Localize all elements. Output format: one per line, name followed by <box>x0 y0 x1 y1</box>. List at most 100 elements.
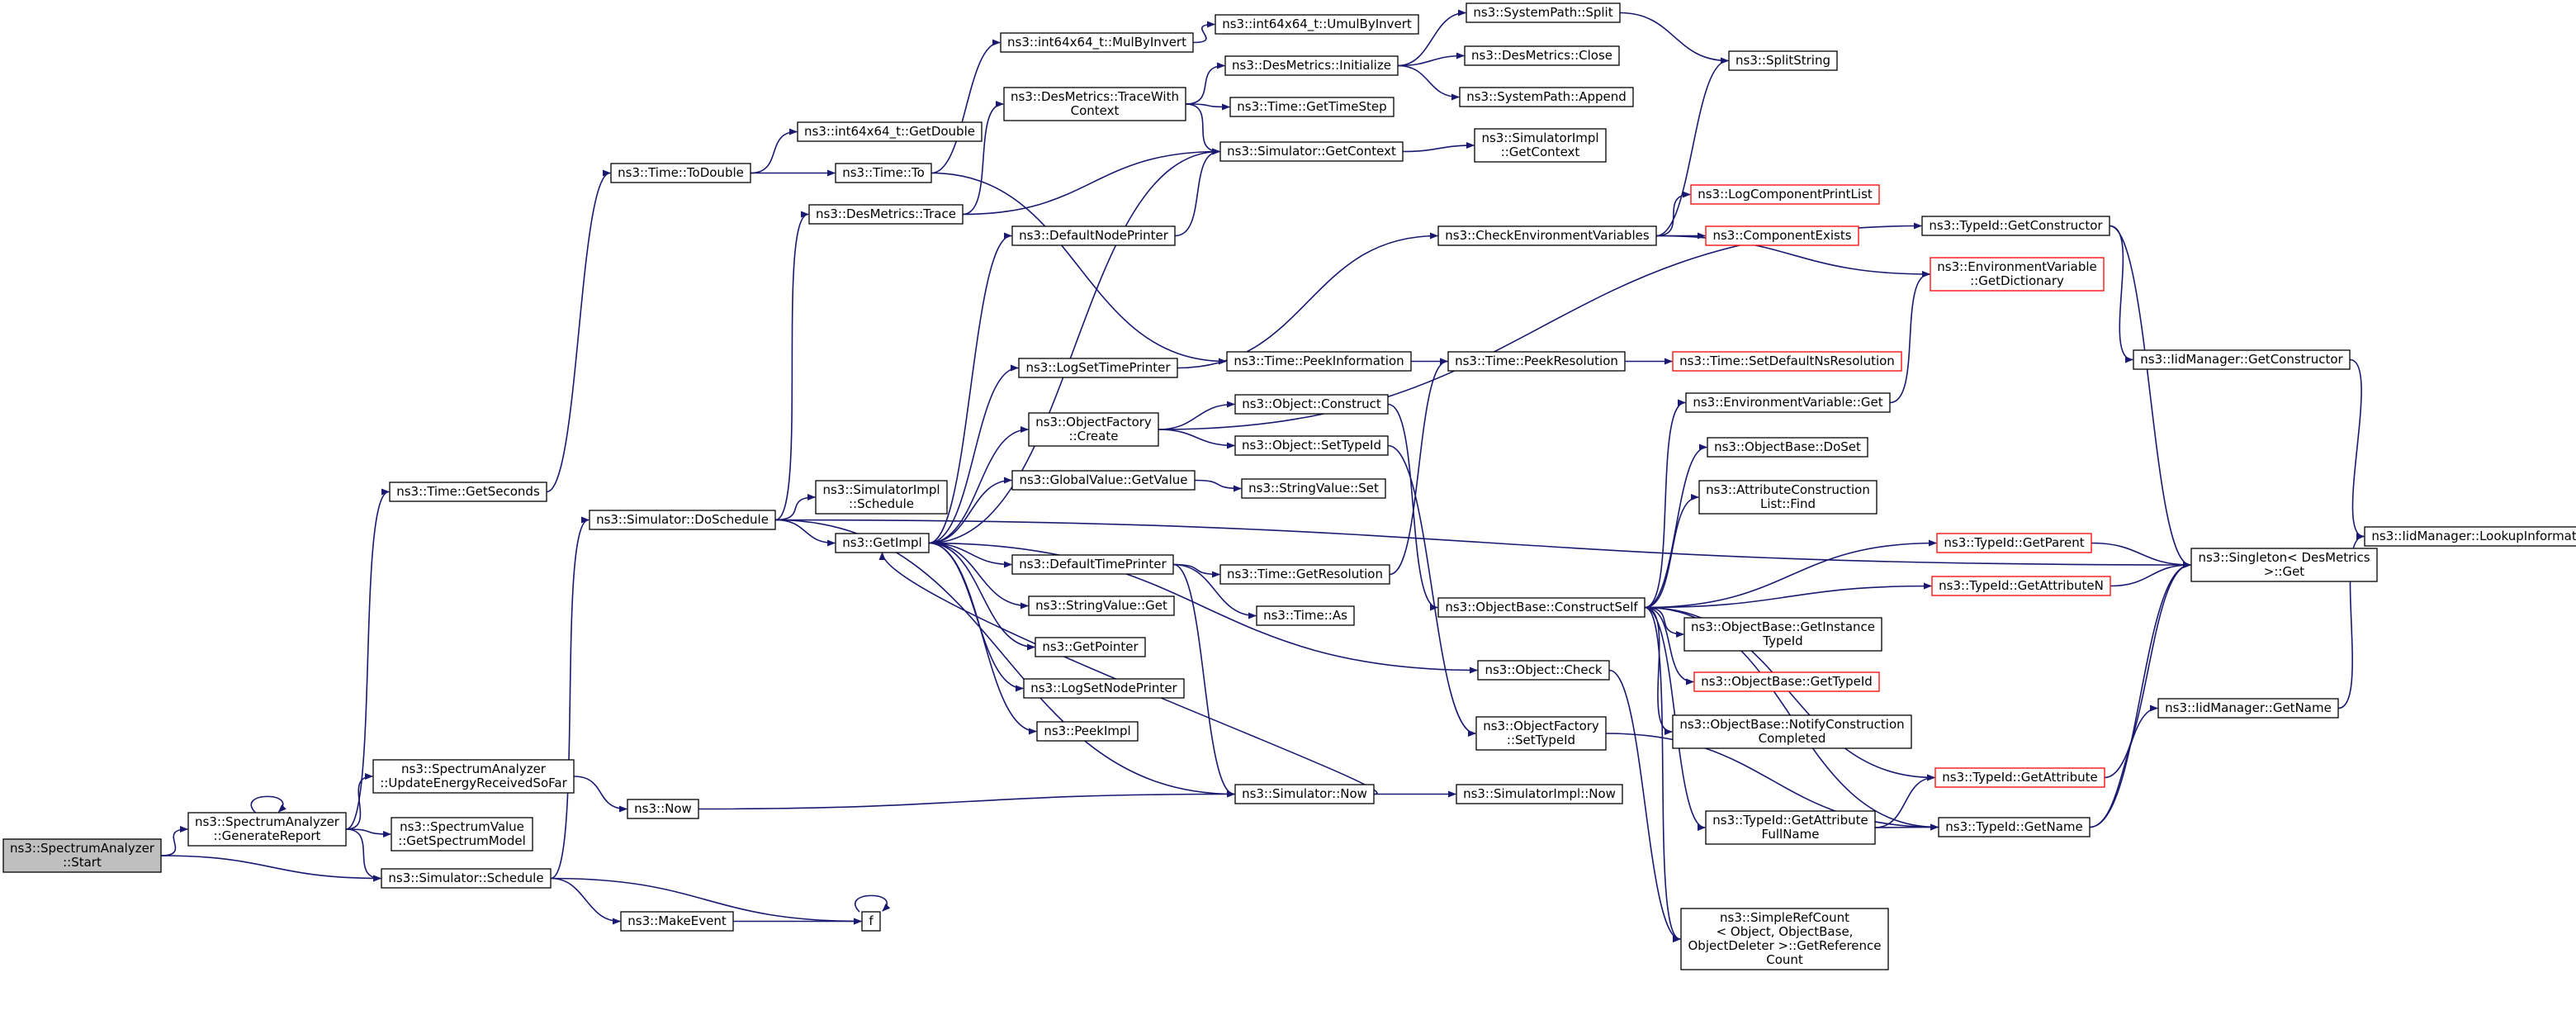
node-globalvalue[interactable]: ns3::GlobalValue::GetValue <box>1011 470 1196 491</box>
node-getdouble[interactable]: ns3::int64x64_t::GetDouble <box>797 121 983 142</box>
node-getpointer[interactable]: ns3::GetPointer <box>1035 637 1146 657</box>
node-label: ns3::LogSetTimePrinter <box>1025 360 1171 375</box>
node-envvargetdict[interactable]: ns3::EnvironmentVariable::GetDictionary <box>1930 257 2105 292</box>
node-getseconds[interactable]: ns3::Time::GetSeconds <box>389 482 547 502</box>
node-label: ns3::SimulatorImpl::Now <box>1463 786 1616 801</box>
node-genrep[interactable]: ns3::SpectrumAnalyzer::GenerateReport <box>187 812 347 847</box>
node-box <box>1035 637 1146 657</box>
node-iidgetconstructor[interactable]: ns3::IidManager::GetConstructor <box>2133 349 2351 370</box>
node-box <box>610 163 751 183</box>
node-label: ns3::SplitString <box>1735 53 1830 68</box>
edge-deftimeprinter-to-timeas <box>1172 563 1257 619</box>
node-timeas[interactable]: ns3::Time::As <box>1256 605 1355 626</box>
node-label: ns3::ComponentExists <box>1712 228 1851 243</box>
node-destrace[interactable]: ns3::DesMetrics::Trace <box>808 204 964 225</box>
node-box <box>1226 351 1412 372</box>
node-f[interactable]: f <box>861 911 881 932</box>
node-objfactorycreate[interactable]: ns3::ObjectFactory::Create <box>1028 412 1159 447</box>
node-notifyconst[interactable]: ns3::ObjectBase::NotifyConstructionCompl… <box>1672 714 1912 749</box>
edge-genrep-to-getseconds <box>345 488 390 830</box>
node-typeidgetname[interactable]: ns3::TypeId::GetName <box>1938 817 2091 837</box>
node-typeidgetparent[interactable]: ns3::TypeId::GetParent <box>1936 533 2092 553</box>
node-objbasegettypeid[interactable]: ns3::ObjectBase::GetTypeId <box>1693 671 1880 692</box>
node-box <box>1241 478 1386 499</box>
node-typeidgetconstructor[interactable]: ns3::TypeId::GetConstructor <box>1921 216 2110 236</box>
node-simimplgetcontext[interactable]: ns3::SimulatorImpl::GetContext <box>1474 128 1607 163</box>
node-simimplnow[interactable]: ns3::SimulatorImpl::Now <box>1456 784 1623 804</box>
node-singletonget[interactable]: ns3::Singleton< DesMetrics >::Get <box>2190 548 2378 582</box>
node-deftimeprinter[interactable]: ns3::DefaultTimePrinter <box>1011 554 1174 575</box>
node-checkenv[interactable]: ns3::CheckEnvironmentVariables <box>1437 225 1657 246</box>
node-stringvalueset[interactable]: ns3::StringValue::Set <box>1241 478 1386 499</box>
node-umulbyinvert[interactable]: ns3::int64x64_t::UmulByInvert <box>1215 14 1419 35</box>
edge-todouble-to-getdouble <box>750 128 798 174</box>
node-desinit[interactable]: ns3::DesMetrics::Initialize <box>1224 55 1399 76</box>
node-simnow[interactable]: ns3::Simulator::Now <box>1234 784 1375 804</box>
node-objcheck[interactable]: ns3::Object::Check <box>1477 660 1610 681</box>
node-desclose[interactable]: ns3::DesMetrics::Close <box>1464 45 1620 66</box>
edge-objbaseconstructself-to-typeidgetattrn <box>1644 582 1932 609</box>
node-splitstring[interactable]: ns3::SplitString <box>1728 50 1838 71</box>
node-label: Completed <box>1759 731 1826 746</box>
node-syspathappend[interactable]: ns3::SystemPath::Append <box>1459 87 1634 107</box>
node-label: FullName <box>1762 827 1820 842</box>
node-todouble[interactable]: ns3::Time::ToDouble <box>610 163 751 183</box>
node-objfactorysettypeid[interactable]: ns3::ObjectFactory::SetTypeId <box>1475 716 1607 751</box>
node-simplerefcount[interactable]: ns3::SimpleRefCount< Object, ObjectBase,… <box>1680 908 1889 970</box>
node-box <box>1938 817 2091 837</box>
node-label: ns3::ObjectBase::DoSet <box>1714 439 1861 454</box>
node-objbaseconstructself[interactable]: ns3::ObjectBase::ConstructSelf <box>1437 597 1646 618</box>
node-specmodel[interactable]: ns3::SpectrumValue::GetSpectrumModel <box>391 817 533 852</box>
node-envvarget[interactable]: ns3::EnvironmentVariable::Get <box>1685 392 1891 413</box>
node-stringvalueget[interactable]: ns3::StringValue::Get <box>1028 595 1175 616</box>
node-syspathsplit[interactable]: ns3::SystemPath::Split <box>1466 2 1621 23</box>
edge-objsettypeid-to-objfactorysettypeid <box>1387 444 1476 737</box>
node-label: ns3::ObjectBase::GetTypeId <box>1701 674 1873 689</box>
node-label: ns3::SimulatorImpl <box>1481 130 1598 145</box>
node-objbasedoset[interactable]: ns3::ObjectBase::DoSet <box>1707 437 1868 458</box>
edge-getresolution-to-peekres <box>1389 358 1448 576</box>
node-label: ns3::Time::As <box>1263 608 1347 623</box>
node-logsetnodeprinter[interactable]: ns3::LogSetNodePrinter <box>1023 678 1185 699</box>
node-label: ns3::DesMetrics::Initialize <box>1232 58 1391 73</box>
node-label: ns3::Now <box>634 801 692 816</box>
node-timeto[interactable]: ns3::Time::To <box>835 163 932 183</box>
node-iidlookup[interactable]: ns3::IidManager::LookupInformation <box>2364 526 2576 547</box>
node-makeevent[interactable]: ns3::MakeEvent <box>620 911 734 932</box>
node-start[interactable]: ns3::SpectrumAnalyzer::Start <box>2 838 162 873</box>
node-now[interactable]: ns3::Now <box>627 799 699 819</box>
node-peekimpl[interactable]: ns3::PeekImpl <box>1036 721 1139 742</box>
node-defnodeprinter[interactable]: ns3::DefaultNodePrinter <box>1011 225 1176 246</box>
node-compexists[interactable]: ns3::ComponentExists <box>1705 225 1859 246</box>
node-setdefres[interactable]: ns3::Time::SetDefaultNsResolution <box>1672 351 1902 372</box>
node-objsettypeid[interactable]: ns3::Object::SetTypeId <box>1234 435 1389 456</box>
node-getimpl[interactable]: ns3::GetImpl <box>835 533 930 553</box>
edge-deftimeprinter-to-simnow <box>1172 563 1235 798</box>
node-getresolution[interactable]: ns3::Time::GetResolution <box>1219 564 1390 585</box>
node-box <box>627 799 699 819</box>
node-logsettimeprinter[interactable]: ns3::LogSetTimePrinter <box>1018 358 1178 378</box>
node-typeidgetattrn[interactable]: ns3::TypeId::GetAttributeN <box>1931 576 2111 596</box>
node-update[interactable]: ns3::SpectrumAnalyzer::UpdateEnergyRecei… <box>372 759 575 794</box>
node-peekinfo[interactable]: ns3::Time::PeekInformation <box>1226 351 1412 372</box>
node-label: ns3::ObjectBase::GetInstance <box>1691 619 1875 634</box>
node-simgetcontext[interactable]: ns3::Simulator::GetContext <box>1219 141 1404 162</box>
node-schedule[interactable]: ns3::Simulator::Schedule <box>381 868 552 889</box>
node-iidgetname[interactable]: ns3::IidManager::GetName <box>2157 698 2339 719</box>
edge-desinit-to-syspathappend <box>1397 64 1460 101</box>
node-mulbyinvert[interactable]: ns3::int64x64_t::MulByInvert <box>1000 32 1194 53</box>
node-gettimestep[interactable]: ns3::Time::GetTimeStep <box>1229 97 1395 117</box>
node-implschedule[interactable]: ns3::SimulatorImpl::Schedule <box>815 480 948 515</box>
node-logcompprint[interactable]: ns3::LogComponentPrintList <box>1690 184 1880 205</box>
node-box <box>1934 767 2105 788</box>
node-doschedule[interactable]: ns3::Simulator::DoSchedule <box>589 510 776 530</box>
node-typeidgetattr[interactable]: ns3::TypeId::GetAttribute <box>1934 767 2105 788</box>
node-peekres[interactable]: ns3::Time::PeekResolution <box>1447 351 1626 372</box>
node-box <box>1003 87 1186 121</box>
node-objconstruct[interactable]: ns3::Object::Construct <box>1234 394 1389 415</box>
node-label: ns3::EnvironmentVariable <box>1937 259 2096 274</box>
